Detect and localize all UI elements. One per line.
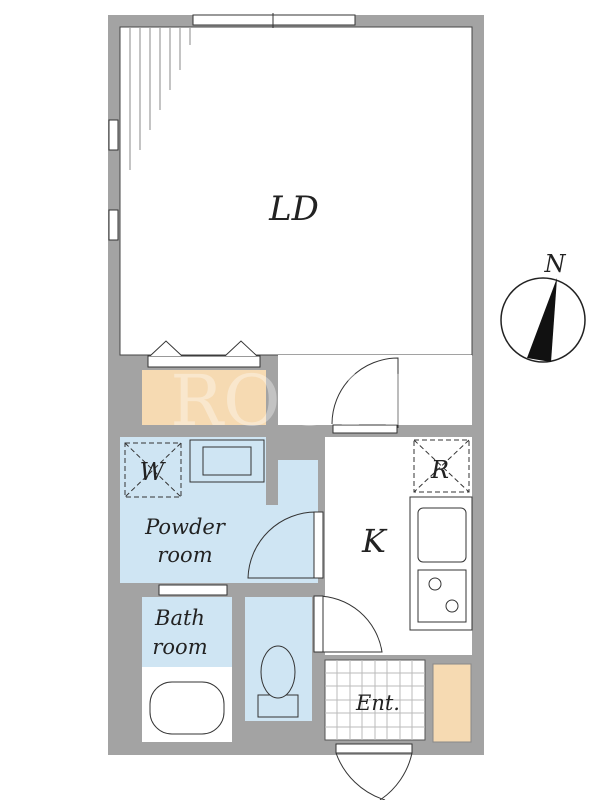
fridge-x2 (413, 439, 470, 493)
kitchen-counter (409, 496, 473, 631)
window-left-1 (108, 119, 119, 151)
powder-room-ext2 (278, 460, 318, 510)
bathtub (149, 681, 225, 735)
balcony-hatching (129, 28, 191, 170)
bath-wash-area (142, 597, 232, 667)
ld-door-swing[interactable] (331, 357, 399, 428)
entrance-door-swing-2 (379, 752, 413, 800)
entrance-door[interactable] (335, 743, 413, 754)
label-powder-2: room (157, 543, 212, 567)
label-fridge: R (430, 456, 449, 484)
compass-icon: N (500, 250, 586, 363)
closet-door-swing-1 (149, 340, 183, 357)
burner-icon (445, 599, 459, 613)
label-entrance: Ent. (355, 691, 400, 715)
fridge-x1 (413, 439, 470, 493)
label-powder-1: Powder (144, 515, 227, 539)
vanity-sink (202, 446, 252, 476)
label-bath-1: Bath (154, 606, 205, 630)
window-top (192, 14, 356, 26)
window-left-2 (108, 209, 119, 241)
closet-door[interactable] (147, 355, 261, 368)
label-ld: LD (268, 189, 319, 229)
toilet-door[interactable] (313, 595, 324, 653)
compass-north-label: N (544, 250, 567, 278)
closet-door-swing-2 (224, 340, 258, 357)
toilet-bowl (260, 645, 296, 699)
shoe-cabinet (432, 663, 472, 743)
label-kitchen: K (361, 522, 388, 560)
ld-extension (278, 355, 472, 425)
powder-door[interactable] (313, 511, 324, 579)
entrance-tiles (325, 660, 425, 740)
label-bath-2: room (152, 635, 207, 659)
bath-door[interactable] (158, 584, 228, 596)
stove (417, 569, 467, 623)
powder-door-swing[interactable] (247, 511, 317, 579)
toilet-door-swing[interactable] (315, 595, 383, 653)
entrance-door-swing (335, 752, 386, 800)
kitchen-sink (417, 507, 467, 563)
washer-space (124, 442, 182, 498)
burner-icon (428, 577, 442, 591)
vanity (189, 439, 265, 483)
watermark: ROOM (170, 360, 409, 442)
label-washer: W (140, 458, 167, 486)
ld-door[interactable] (332, 424, 398, 434)
closet (142, 370, 266, 425)
washer-x1 (124, 442, 182, 498)
room-ld (119, 26, 473, 356)
fridge-space (413, 439, 470, 493)
washer-x2 (124, 442, 182, 498)
